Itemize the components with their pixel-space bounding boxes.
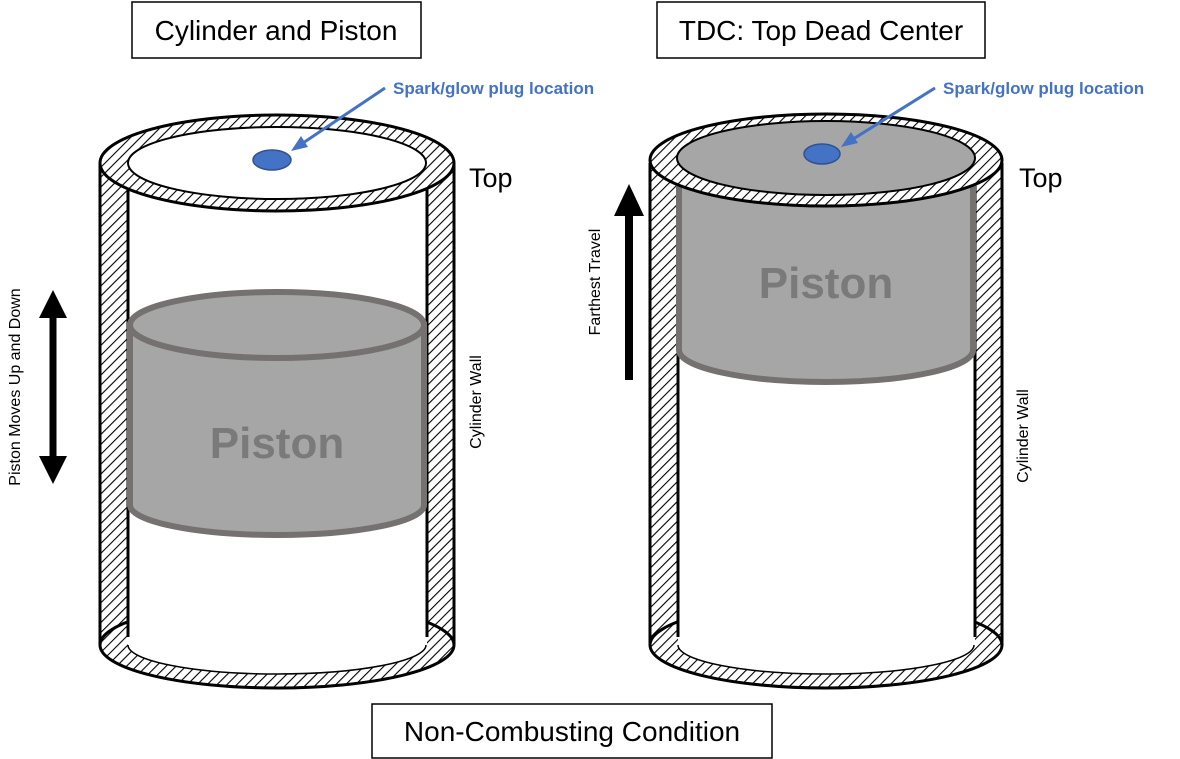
left-motion-label: Piston Moves Up and Down bbox=[7, 288, 24, 485]
footer-caption-box: Non-Combusting Condition bbox=[371, 703, 773, 759]
left-top-label: Top bbox=[469, 163, 513, 193]
right-spark-plug bbox=[803, 143, 841, 165]
right-spark-label: Spark/glow plug location bbox=[943, 79, 1144, 98]
right-piston-body bbox=[676, 157, 976, 385]
left-cylinder: Piston bbox=[98, 113, 456, 690]
left-bore-bottom bbox=[128, 616, 426, 674]
left-title-box: Cylinder and Piston bbox=[131, 1, 422, 59]
right-wall-right bbox=[975, 165, 1002, 645]
left-spark-plug bbox=[252, 149, 292, 171]
right-cylinder: Piston bbox=[648, 112, 1004, 690]
right-title: TDC: Top Dead Center bbox=[679, 15, 963, 46]
left-title: Cylinder and Piston bbox=[155, 15, 398, 46]
left-wall-left bbox=[100, 165, 128, 645]
right-spark-arrow bbox=[849, 86, 936, 143]
left-piston-top bbox=[127, 289, 427, 361]
right-top-label: Top bbox=[1019, 163, 1063, 193]
right-wall-left bbox=[650, 165, 678, 645]
left-spark-arrow bbox=[299, 86, 386, 147]
right-piston-label: Piston bbox=[759, 259, 893, 308]
left-wall-right bbox=[427, 165, 454, 645]
right-bore-bottom-edge bbox=[677, 644, 975, 675]
left-wall-label: Cylinder Wall bbox=[468, 355, 485, 449]
left-piston-body bbox=[127, 322, 427, 538]
left-spark-label: Spark/glow plug location bbox=[393, 79, 594, 98]
right-travel-label: Farthest Travel bbox=[587, 229, 604, 336]
right-title-box: TDC: Top Dead Center bbox=[656, 1, 986, 59]
left-piston: Piston bbox=[127, 289, 427, 538]
right-spark-arrowhead bbox=[841, 132, 858, 147]
left-piston-label: Piston bbox=[210, 419, 344, 468]
left-motion-arrow bbox=[39, 290, 67, 484]
left-bore-bottom-edge bbox=[127, 644, 427, 675]
right-bore-bottom bbox=[678, 616, 974, 674]
right-wall-label: Cylinder Wall bbox=[1015, 389, 1032, 483]
left-spark-arrowhead bbox=[291, 136, 308, 151]
right-travel-arrow bbox=[614, 184, 644, 380]
footer-caption: Non-Combusting Condition bbox=[404, 716, 740, 747]
right-piston: Piston bbox=[676, 157, 976, 385]
